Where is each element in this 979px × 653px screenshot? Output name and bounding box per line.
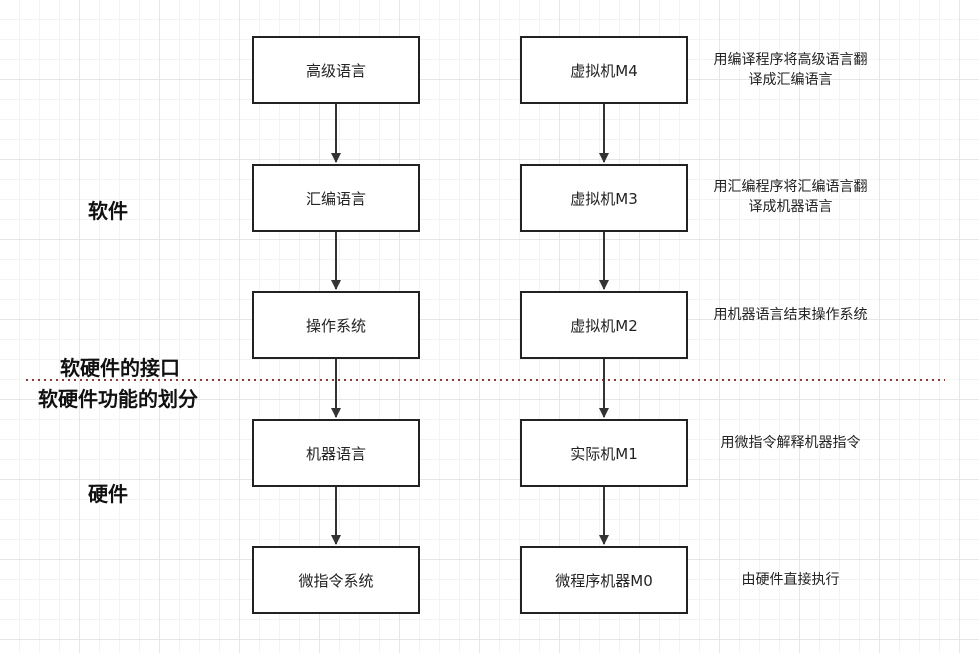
node-virtual-machine-m4[interactable]: 虚拟机M4 [520, 36, 688, 104]
node-high-level-language[interactable]: 高级语言 [252, 36, 420, 104]
node-label: 汇编语言 [305, 189, 366, 208]
node-assembly-language[interactable]: 汇编语言 [252, 164, 420, 232]
label-hardware: 硬件 [88, 482, 128, 506]
node-label: 实际机M1 [570, 444, 638, 463]
node-microinstruction-system[interactable]: 微指令系统 [252, 546, 420, 614]
node-label: 虚拟机M4 [570, 61, 638, 80]
node-label: 微程序机器M0 [555, 571, 653, 590]
node-virtual-machine-m3[interactable]: 虚拟机M3 [520, 164, 688, 232]
label-software: 软件 [88, 199, 128, 223]
node-label: 虚拟机M2 [570, 316, 638, 335]
node-label: 高级语言 [305, 61, 366, 80]
note-m0: 由硬件直接执行 [741, 572, 840, 588]
node-virtual-machine-m2[interactable]: 虚拟机M2 [520, 291, 688, 359]
note-m1: 用微指令解释机器指令 [720, 435, 861, 451]
note-m2: 用机器语言结束操作系统 [713, 307, 868, 323]
node-label: 操作系统 [305, 316, 366, 335]
node-actual-machine-m1[interactable]: 实际机M1 [520, 419, 688, 487]
label-interface: 软硬件的接口 [60, 356, 180, 380]
node-label: 虚拟机M3 [570, 189, 638, 208]
note-m4: 用编译程序将高级语言翻译成汇编语言 [713, 52, 868, 88]
node-label: 微指令系统 [298, 571, 374, 590]
node-microprogram-machine-m0[interactable]: 微程序机器M0 [520, 546, 688, 614]
label-division: 软硬件功能的划分 [38, 387, 198, 411]
node-operating-system[interactable]: 操作系统 [252, 291, 420, 359]
note-m3: 用汇编程序将汇编语言翻译成机器语言 [713, 179, 868, 215]
node-machine-language[interactable]: 机器语言 [252, 419, 420, 487]
node-label: 机器语言 [305, 444, 366, 463]
